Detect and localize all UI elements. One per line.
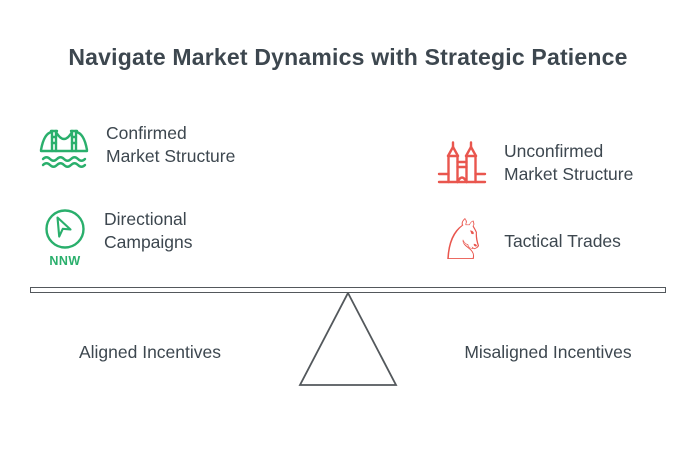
item-directional-campaigns: NNW Directional Campaigns bbox=[42, 206, 193, 268]
item-label-line: Market Structure bbox=[504, 164, 634, 185]
item-tactical-trades: ♘ Tactical Trades bbox=[438, 208, 621, 273]
chess-knight-glyph: ♘ bbox=[438, 208, 489, 273]
compass-heading-label: NNW bbox=[49, 254, 81, 268]
misaligned-incentives-label: Misaligned Incentives bbox=[464, 342, 632, 362]
item-unconfirmed-market-structure: Unconfirmed Market Structure bbox=[436, 138, 633, 190]
item-label-line: Directional bbox=[104, 209, 187, 229]
item-label-line: Campaigns bbox=[104, 232, 193, 253]
item-label-line: Market Structure bbox=[106, 146, 236, 167]
suspension-bridge-icon bbox=[38, 120, 90, 172]
balance-beam bbox=[30, 287, 666, 293]
item-label: Unconfirmed Market Structure bbox=[504, 138, 633, 187]
fulcrum-triangle bbox=[298, 291, 398, 392]
page-title: Navigate Market Dynamics with Strategic … bbox=[68, 44, 628, 70]
compass-icon: NNW bbox=[42, 206, 88, 268]
item-label: Tactical Trades bbox=[504, 228, 621, 253]
item-label-line: Tactical Trades bbox=[504, 231, 621, 252]
item-confirmed-market-structure: Confirmed Market Structure bbox=[38, 120, 235, 172]
aligned-incentives-label: Aligned Incentives bbox=[78, 342, 222, 362]
item-label-line: Unconfirmed bbox=[504, 141, 604, 161]
item-label-line: Confirmed bbox=[106, 123, 187, 143]
chess-knight-icon: ♘ bbox=[438, 208, 489, 273]
tower-bridge-icon bbox=[436, 138, 488, 190]
item-label: Confirmed Market Structure bbox=[106, 120, 235, 169]
item-label: Directional Campaigns bbox=[104, 206, 193, 255]
